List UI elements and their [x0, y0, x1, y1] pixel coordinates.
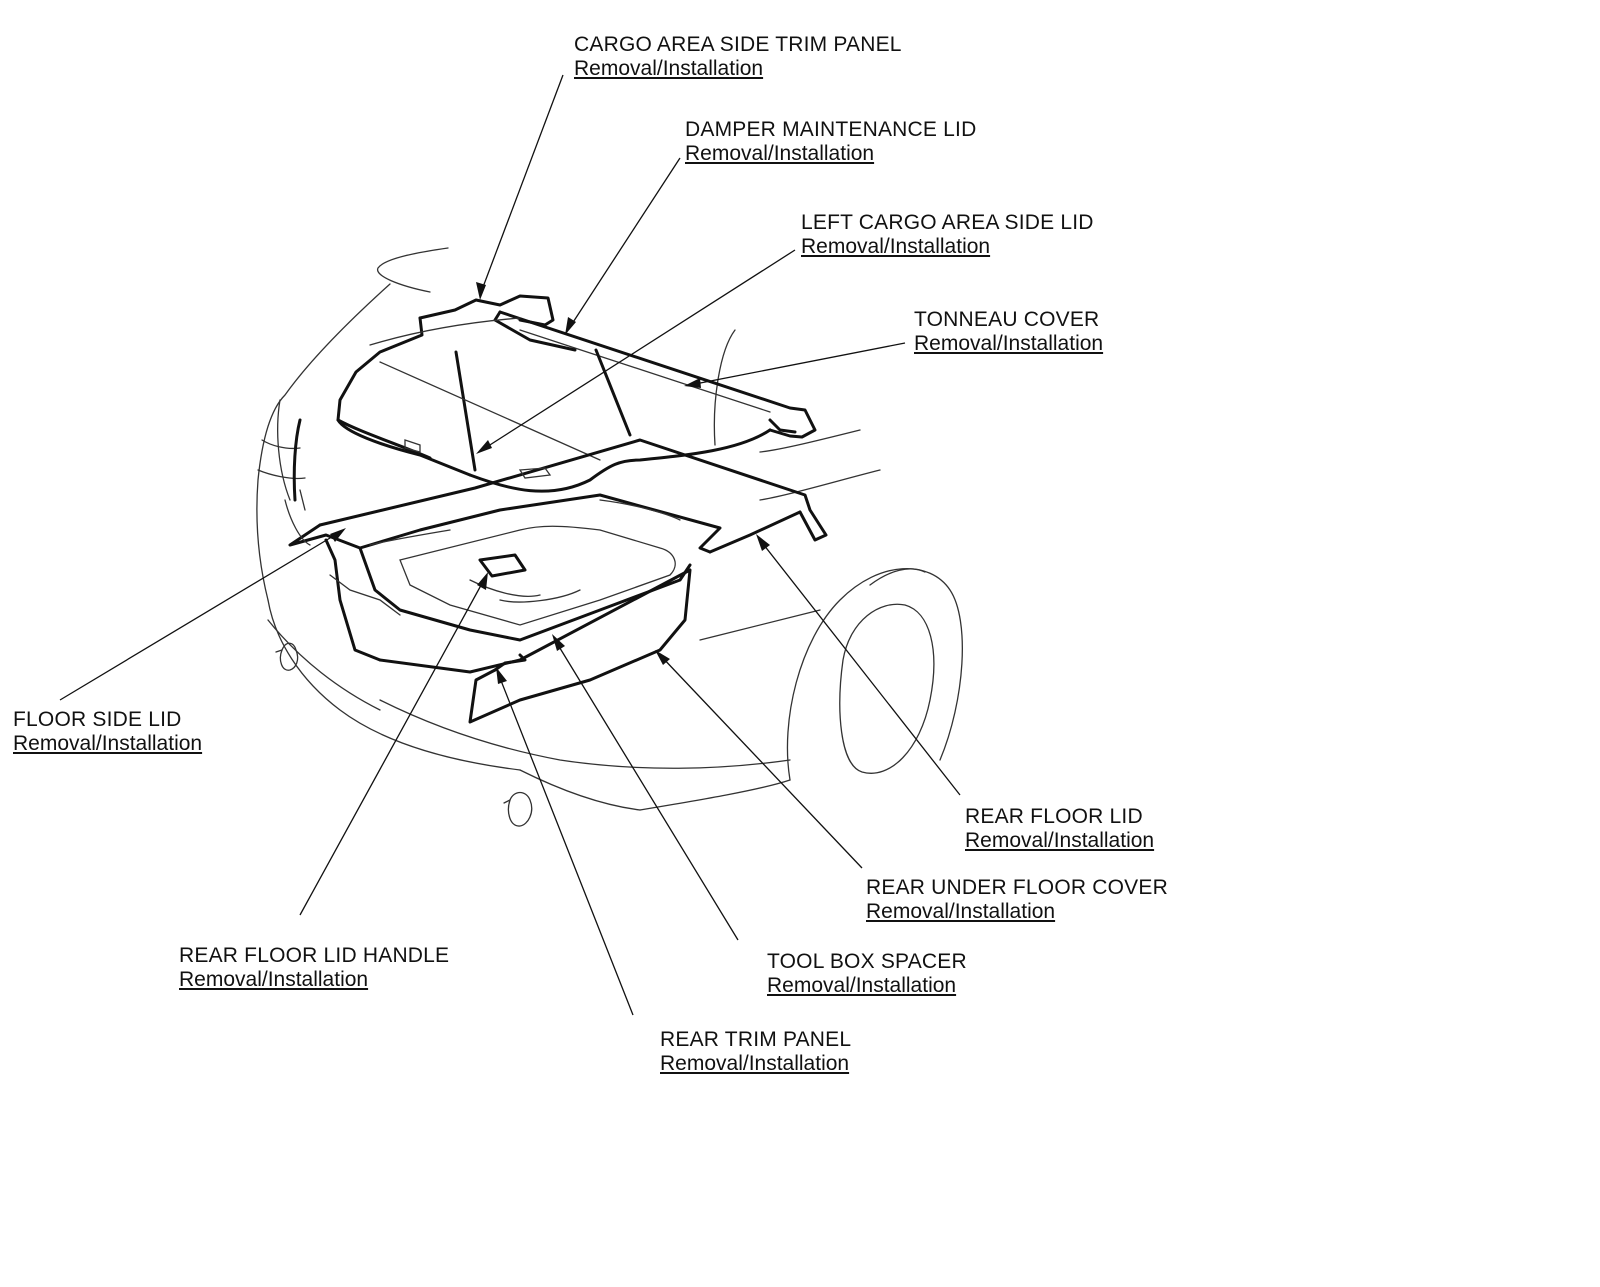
arrowhead-cargo-area-side-trim-panel — [476, 282, 486, 300]
callout-cargo-area-side-trim-panel: CARGO AREA SIDE TRIM PANEL Removal/Insta… — [574, 33, 902, 81]
callout-floor-side-lid: FLOOR SIDE LID Removal/Installation — [13, 708, 202, 756]
removal-installation-link[interactable]: Removal/Installation — [574, 57, 764, 80]
callout-damper-maintenance-lid: DAMPER MAINTENANCE LID Removal/Installat… — [685, 118, 976, 166]
leader-rear-floor-lid — [759, 539, 961, 796]
callout-title: LEFT CARGO AREA SIDE LID — [801, 211, 1094, 234]
arrowhead-rear-floor-lid — [756, 534, 770, 551]
callout-rear-floor-lid: REAR FLOOR LID Removal/Installation — [965, 805, 1154, 853]
leader-tonneau-cover — [689, 342, 906, 386]
removal-installation-link[interactable]: Removal/Installation — [965, 829, 1155, 852]
arrowhead-rear-trim-panel — [496, 667, 507, 684]
callout-tonneau-cover: TONNEAU COVER Removal/Installation — [914, 308, 1103, 356]
removal-installation-link[interactable]: Removal/Installation — [866, 900, 1056, 923]
arrowhead-damper-maintenance-lid — [565, 317, 576, 335]
callout-title: REAR FLOOR LID HANDLE — [179, 944, 450, 967]
arrowhead-floor-side-lid — [330, 528, 346, 542]
cargo-area-components — [284, 294, 828, 724]
callout-title: DAMPER MAINTENANCE LID — [685, 118, 977, 141]
arrowhead-left-cargo-area-side-lid — [476, 440, 492, 454]
arrowhead-rear-under-floor-cover — [655, 650, 670, 665]
callout-rear-floor-lid-handle: REAR FLOOR LID HANDLE Removal/Installati… — [179, 944, 449, 992]
callout-left-cargo-area-side-lid: LEFT CARGO AREA SIDE LID Removal/Install… — [801, 211, 1094, 259]
removal-installation-link[interactable]: Removal/Installation — [767, 974, 957, 997]
leader-lines — [59, 74, 961, 1016]
leader-rear-trim-panel — [497, 672, 634, 1016]
removal-installation-link[interactable]: Removal/Installation — [179, 968, 369, 991]
arrowhead-tonneau-cover — [684, 378, 701, 388]
removal-installation-link[interactable]: Removal/Installation — [660, 1052, 850, 1075]
arrowhead-rear-floor-lid-handle — [477, 572, 488, 590]
leader-tool-box-spacer — [554, 639, 739, 941]
callout-title: FLOOR SIDE LID — [13, 708, 182, 731]
removal-installation-link[interactable]: Removal/Installation — [914, 332, 1104, 355]
callout-rear-under-floor-cover: REAR UNDER FLOOR COVER Removal/Installat… — [866, 876, 1168, 924]
leader-left-cargo-area-side-lid — [481, 249, 796, 451]
callout-rear-trim-panel: REAR TRIM PANEL Removal/Installation — [660, 1028, 851, 1076]
leader-damper-maintenance-lid — [567, 157, 681, 331]
callout-tool-box-spacer: TOOL BOX SPACER Removal/Installation — [767, 950, 967, 998]
callout-title: REAR TRIM PANEL — [660, 1028, 852, 1051]
leader-floor-side-lid — [59, 531, 341, 701]
leader-cargo-area-side-trim-panel — [479, 74, 564, 296]
callout-title: REAR UNDER FLOOR COVER — [866, 876, 1168, 899]
leader-rear-under-floor-cover — [659, 654, 863, 869]
vehicle-body-outline — [256, 247, 963, 827]
leader-rear-floor-lid-handle — [299, 577, 486, 916]
callout-title: TOOL BOX SPACER — [767, 950, 967, 973]
removal-installation-link[interactable]: Removal/Installation — [13, 732, 203, 755]
callout-title: REAR FLOOR LID — [965, 805, 1143, 828]
callout-title: TONNEAU COVER — [914, 308, 1100, 331]
removal-installation-link[interactable]: Removal/Installation — [685, 142, 875, 165]
callout-title: CARGO AREA SIDE TRIM PANEL — [574, 33, 902, 56]
arrowhead-tool-box-spacer — [552, 634, 565, 651]
removal-installation-link[interactable]: Removal/Installation — [801, 235, 991, 258]
